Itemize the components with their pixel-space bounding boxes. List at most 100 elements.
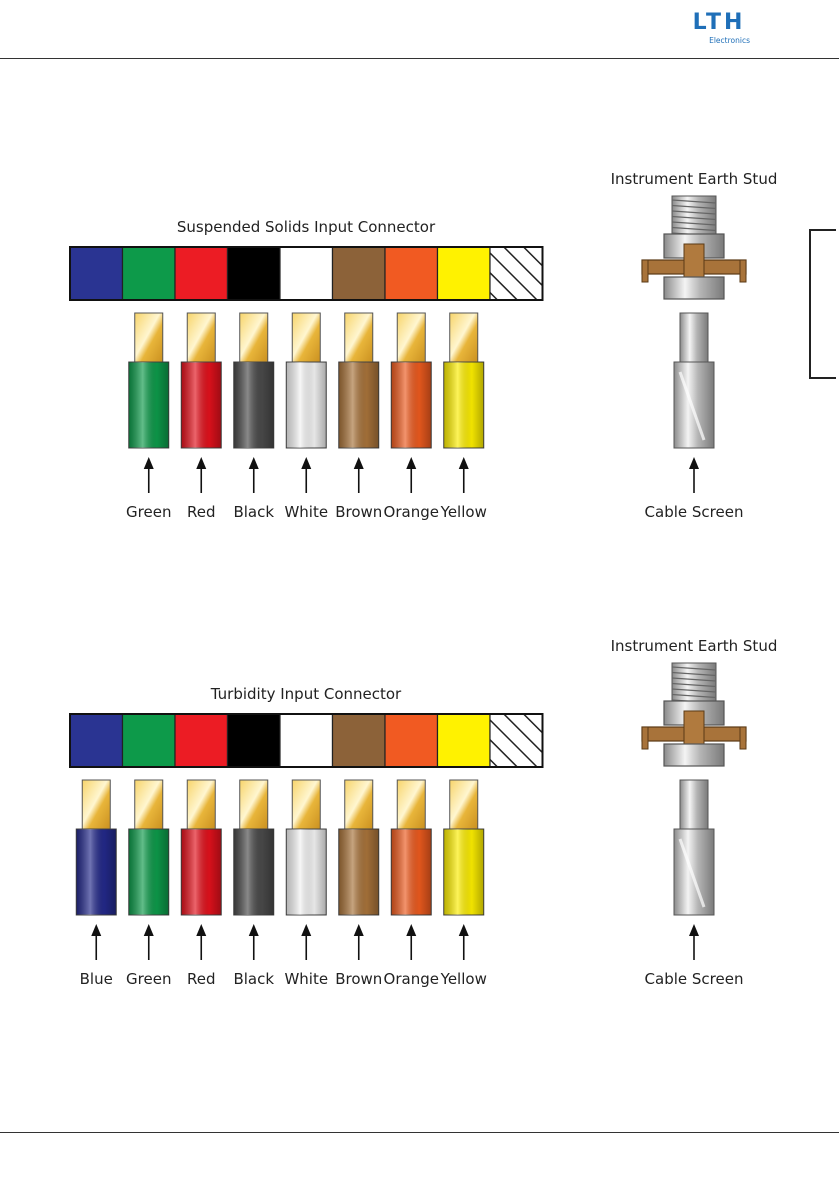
- terminal-crimp: [684, 711, 704, 745]
- connector-pin-cell: [280, 247, 333, 300]
- wire-label: Black: [233, 970, 274, 988]
- screen-lug: [680, 780, 708, 830]
- arrow-head: [354, 924, 364, 936]
- wire-terminal-tip: [82, 780, 110, 830]
- wire-terminal-tip: [397, 313, 425, 363]
- wire-terminal-tip: [345, 313, 373, 363]
- connector-pin-cell: [438, 247, 491, 300]
- arrow-head: [144, 924, 154, 936]
- wire-black: Black: [233, 313, 274, 521]
- wire-shading: [181, 362, 221, 448]
- logo-main-text: LTH: [684, 12, 754, 34]
- wire-shading: [234, 362, 274, 448]
- wire-terminal-tip: [135, 313, 163, 363]
- wire-shading: [181, 829, 221, 915]
- screen-lug: [680, 313, 708, 363]
- wire-shading: [391, 829, 431, 915]
- connector-pin-cell: [333, 247, 386, 300]
- wire-terminal-tip: [187, 780, 215, 830]
- earth-stud-title: Instrument Earth Stud: [611, 637, 778, 655]
- wire-brown: Brown: [335, 313, 382, 521]
- arrow-head: [406, 924, 416, 936]
- arrow-head: [354, 457, 364, 469]
- turbidity-wiring-diagram: Turbidity Input Connector BlueGreenRedBl…: [0, 627, 839, 997]
- connector-title: Turbidity Input Connector: [210, 685, 402, 703]
- connector-pin-cell: [385, 247, 438, 300]
- wire-label: Orange: [384, 970, 439, 988]
- wire-orange: Orange: [384, 313, 439, 521]
- connector-pin-cell: [123, 247, 176, 300]
- wire-label: Orange: [384, 503, 439, 521]
- connector-pin-cell: [228, 714, 281, 767]
- company-logo: LTH Electronics: [684, 12, 754, 45]
- arrow-head: [249, 457, 259, 469]
- wire-terminal-tip: [345, 780, 373, 830]
- wire-label: Brown: [335, 970, 382, 988]
- connector-pin-cell: [490, 714, 543, 767]
- earth-stud-illustration: [642, 663, 746, 960]
- wire-terminal-tip: [240, 313, 268, 363]
- connector-pin-cell: [280, 714, 333, 767]
- wire-terminal-tip: [135, 780, 163, 830]
- wire-shading: [444, 829, 484, 915]
- arrow-head: [196, 924, 206, 936]
- arrow-head: [689, 924, 699, 936]
- wire-label: White: [284, 503, 328, 521]
- connector-pin-cell: [70, 247, 123, 300]
- wire-terminal-tip: [450, 313, 478, 363]
- wire-shading: [391, 362, 431, 448]
- connector-pin-cell: [70, 714, 123, 767]
- arrow-head: [196, 457, 206, 469]
- connector-pin-cell: [228, 247, 281, 300]
- arrow-head: [91, 924, 101, 936]
- wire-terminal-tip: [450, 780, 478, 830]
- wire-red: Red: [181, 780, 221, 988]
- wire-blue: Blue: [76, 780, 116, 988]
- wire-label: Red: [187, 503, 216, 521]
- wire-label: Black: [233, 503, 274, 521]
- cable-screen-label: Cable Screen: [645, 503, 744, 521]
- arrow-head: [406, 457, 416, 469]
- wire-red: Red: [181, 313, 221, 521]
- wire-shading: [444, 362, 484, 448]
- connector-pin-cell: [438, 714, 491, 767]
- footer-rule: [0, 1132, 839, 1133]
- wire-label: Blue: [80, 970, 113, 988]
- connector-pin-cell: [175, 247, 228, 300]
- wire-shading: [129, 829, 169, 915]
- ring-terminal-lip-right: [740, 260, 746, 282]
- wire-label: Green: [126, 970, 171, 988]
- arrow-head: [144, 457, 154, 469]
- arrow-head: [249, 924, 259, 936]
- wire-terminal-tip: [292, 780, 320, 830]
- terminal-crimp: [684, 244, 704, 278]
- wire-green: Green: [126, 780, 171, 988]
- stud-nut-lower: [664, 277, 724, 299]
- wire-label: Yellow: [440, 503, 487, 521]
- wire-orange: Orange: [384, 780, 439, 988]
- wire-yellow: Yellow: [440, 313, 487, 521]
- arrow-head: [301, 924, 311, 936]
- ring-terminal-lip-right: [740, 727, 746, 749]
- wire-label: Yellow: [440, 970, 487, 988]
- wire-white: White: [284, 780, 328, 988]
- connector-pin-cell: [490, 247, 543, 300]
- arrow-head: [459, 924, 469, 936]
- logo-sub-text: Electronics: [684, 36, 750, 45]
- wire-shading: [286, 829, 326, 915]
- wire-shading: [76, 829, 116, 915]
- ring-terminal-lip-left: [642, 727, 648, 749]
- wire-shading: [339, 362, 379, 448]
- connector-pin-cell: [333, 714, 386, 767]
- wire-shading: [339, 829, 379, 915]
- wire-terminal-tip: [292, 313, 320, 363]
- wire-black: Black: [233, 780, 274, 988]
- stud-nut-lower: [664, 744, 724, 766]
- connector-title: Suspended Solids Input Connector: [177, 218, 436, 236]
- wire-label: Red: [187, 970, 216, 988]
- ring-terminal-lip-left: [642, 260, 648, 282]
- earth-stud-title: Instrument Earth Stud: [611, 170, 778, 188]
